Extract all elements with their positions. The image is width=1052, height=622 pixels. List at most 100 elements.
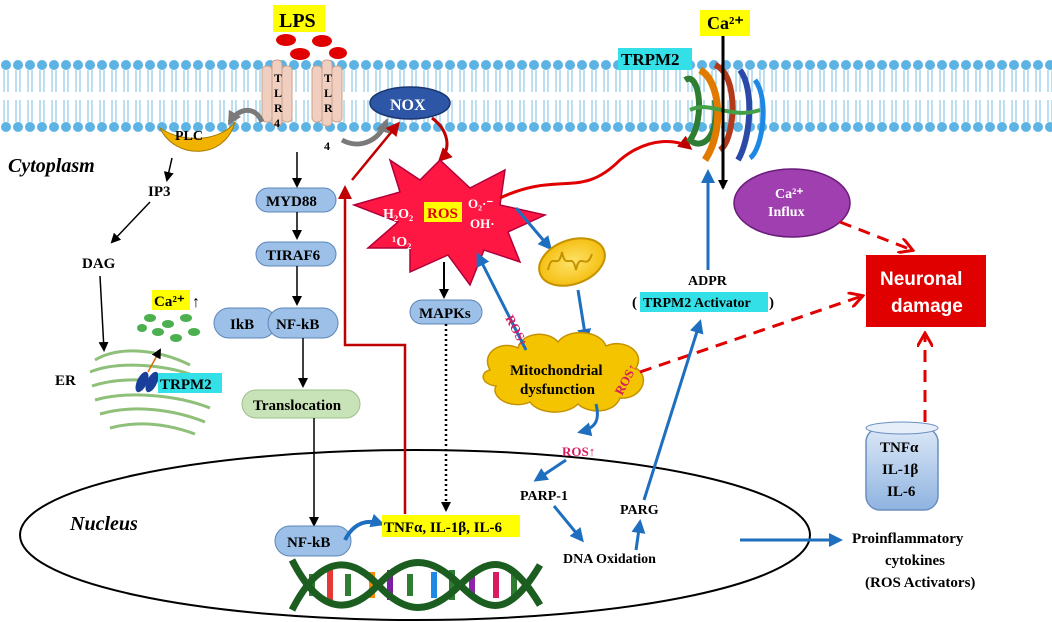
lps-label: LPS [279,10,316,32]
parg-label: PARG [620,503,659,518]
neuronal-damage-box [866,255,986,327]
nox-label: NOX [390,97,426,114]
ros-o2-label: O₂·⁻ [468,196,493,211]
tlr4-receptor: T L R 4 T L R 4 [261,59,343,153]
tlr-right-r: R [324,101,333,115]
mito-dysfunction-line1: Mitochondrial [510,363,603,379]
trpm2-activator-label: TRPM2 Activator [643,296,751,311]
ca-er-highlight [152,290,190,310]
ca-er-label: Ca²⁺ [154,294,185,310]
nucleus-label: Nucleus [69,513,138,535]
plc-to-ip3-arrow [163,157,174,182]
ros-to-trpm2-red-curve [499,135,693,200]
ros-oh-label: OH· [470,216,495,231]
nfkb-nucleus-label: NF-kB [287,535,330,551]
parp1-to-dna-arrow [552,505,584,543]
cytokine-genes-label: TNFα, IL-1β, IL-6 [384,520,502,536]
ros-up-label-1: ROS↑ [502,312,531,348]
tlr-right-l: L [324,86,332,100]
myd88-node [255,187,337,213]
lps-highlight [273,5,325,32]
proinflammatory-line3: (ROS Activators) [865,575,975,591]
proinflammatory-line1: Proinflammatory [852,531,964,547]
cell-membrane [0,60,1052,132]
ikb-label: IkB [230,317,254,333]
neuronal-damage-line2: damage [891,296,963,317]
translocation-node [241,389,361,419]
ca-influx-line2: Influx [768,205,805,220]
tlr-to-nox-curve [340,118,390,147]
trpm2-er-channel [135,371,149,393]
ros-main-label: ROS [427,206,458,222]
dna-oxidation-label: DNA Oxidation [563,552,656,567]
tlr-left-r: R [274,101,283,115]
trpm2-activator-highlight [640,292,768,312]
mitochondrion [538,237,606,287]
influx-to-damage-dashed [839,220,912,250]
dysfunction-to-ros-arrow [476,252,528,351]
dag-label: DAG [82,256,116,272]
adpr-paren-open: ( [632,295,637,311]
mito-dysfunction-line2: dysfunction [520,382,596,398]
nox-to-ros-arrow [431,116,453,163]
ros3-to-parp1-arrow [533,458,567,482]
plc-label: PLC [175,129,203,144]
adpr-paren-close: ) [769,295,774,311]
ip3-label: IP3 [148,184,171,200]
parg-to-adpr-arrow [642,319,704,501]
mito-dysfunction-cloud [482,331,645,413]
ros-to-mito-arrow [514,207,552,251]
cytokine-genes-highlight [382,515,520,537]
adpr-label: ADPR [688,274,728,289]
cyto-tnfa: TNFα [880,440,919,456]
cyto-il6: IL-6 [887,484,916,500]
ros-main-highlight [424,202,462,222]
tlr-right-t: T [324,71,332,85]
er-label: ER [55,373,76,389]
dna-to-parg-arrow [631,519,646,551]
lps-molecules [276,34,347,60]
myd88-label: MYD88 [266,194,317,210]
nfkb-to-genes-arrow [343,513,385,541]
ca-vesicles [137,314,200,342]
genes-to-nox-red-line [338,185,407,514]
translocation-label: Translocation [253,398,342,414]
trpm2-top-highlight [618,48,692,70]
ca-top-highlight [700,10,750,36]
cytoplasm-label: Cytoplasm [8,155,95,177]
cyto-il1b: IL-1β [882,462,918,478]
tiraf6-node [255,241,337,267]
ca-er-up-arrow: ↑ [192,294,200,311]
nox-enzyme [369,86,451,120]
er-release-arrow [147,348,161,373]
plc-enzyme [158,121,236,152]
nfkb-nucleus-node [274,525,352,557]
dysfunction-to-ros3-arrow [577,403,599,437]
neuronal-damage-line1: Neuronal [880,269,962,290]
trpm2-er-label: TRPM2 [160,377,212,393]
tlr-left-t: T [274,71,282,85]
trpm2-top-label: TRPM2 [621,50,680,69]
dna-double-helix [288,558,544,612]
ca-influx-line1: Ca²⁺ [775,187,804,202]
ros-h2o2-label: H₂O₂ [383,207,413,222]
ca-top-label: Ca²⁺ [707,13,744,33]
mito-to-dysfunction-arrow [576,289,592,343]
tlr-to-plc-curve [227,107,265,126]
red-line-to-nox [351,121,400,181]
tlr-left-4: 4 [274,116,280,130]
parp1-label: PARP-1 [520,489,568,504]
ros-up-label-3: ROS↑ [562,444,595,459]
ca-influx-node [733,168,851,238]
tlr-left-l: L [274,86,282,100]
tlr-right-4: 4 [324,139,330,153]
tiraf6-label: TIRAF6 [266,248,321,264]
mapks-label: MAPKs [419,306,471,322]
endoplasmic-reticulum [89,349,211,436]
ros-1o2-label: ¹O₂ [392,235,411,250]
ip3-to-dag-arrow [110,201,151,244]
cytokine-cylinder [865,421,939,511]
dag-to-er-arrow [98,275,109,352]
trpm2-er-channel-b [145,371,159,393]
